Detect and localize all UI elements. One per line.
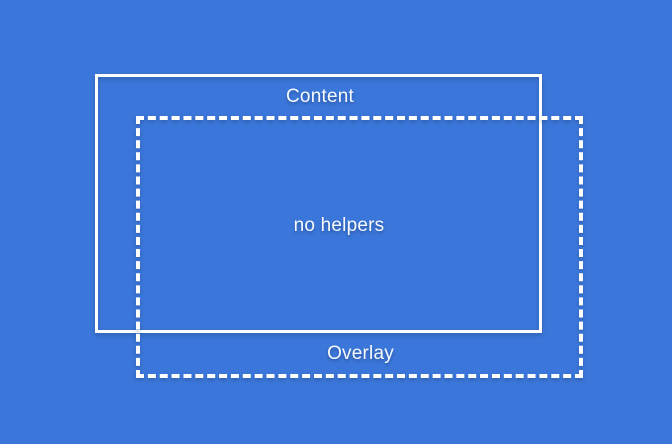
- overlay-box: [136, 116, 583, 378]
- content-box-label: Content: [286, 86, 354, 107]
- overlay-box-label: Overlay: [327, 343, 394, 364]
- content-box: [95, 74, 542, 333]
- center-status-label: no helpers: [293, 215, 385, 236]
